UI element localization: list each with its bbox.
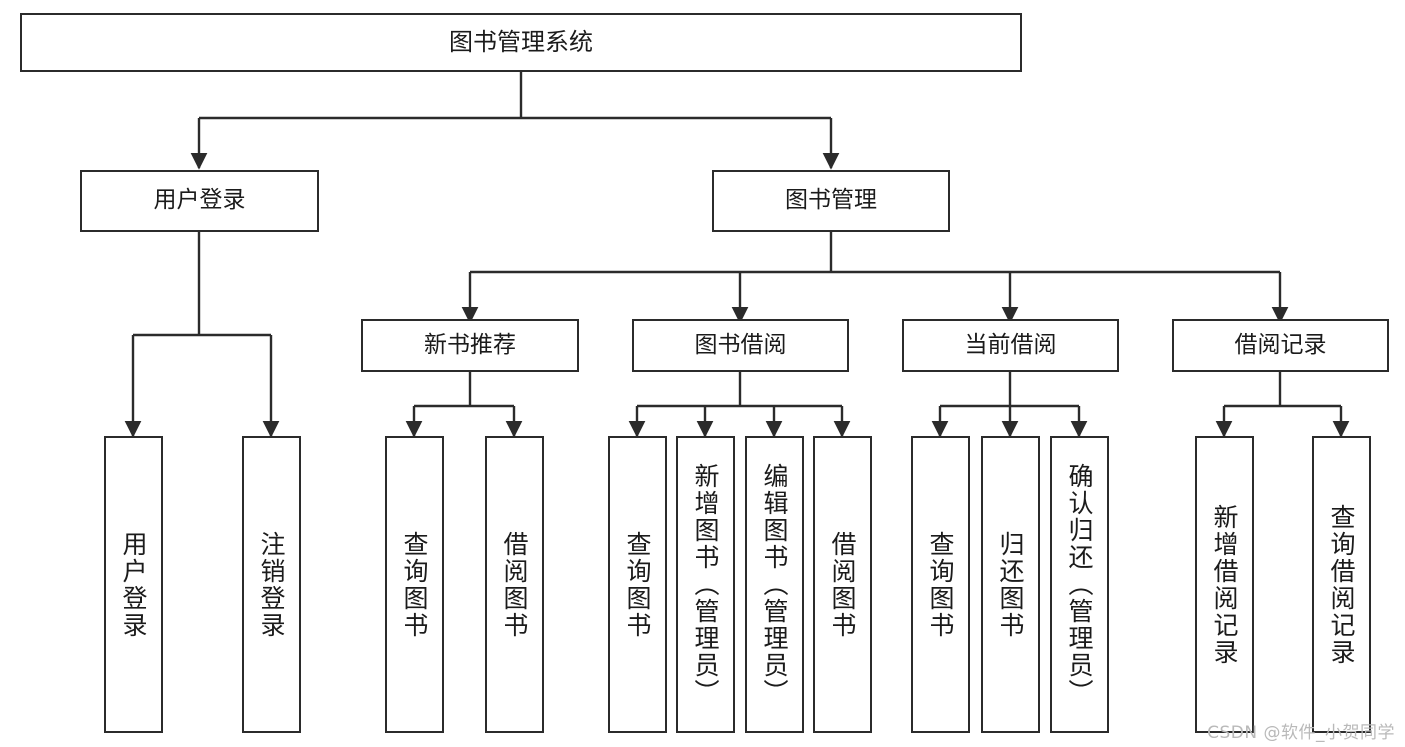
leaf-current-confirm-return-admin[interactable]: 确认归还（管理员） — [1050, 436, 1109, 733]
leaf-borrow-query-book[interactable]: 查询图书 — [608, 436, 667, 733]
leaf-current-query-book[interactable]: 查询图书 — [911, 436, 970, 733]
node-label: 借阅记录 — [1234, 331, 1327, 358]
node-book-borrowing[interactable]: 图书借阅 — [632, 319, 849, 372]
node-label: 用户登录 — [153, 187, 246, 214]
leaf-record-query-borrow-record[interactable]: 查询借阅记录 — [1312, 436, 1371, 733]
leaf-borrow-borrow-book[interactable]: 借阅图书 — [813, 436, 872, 733]
leaf-recommend-borrow-book[interactable]: 借阅图书 — [485, 436, 544, 733]
node-label: 新书推荐 — [424, 331, 516, 358]
node-label: 新增图书（管理员） — [691, 463, 720, 706]
node-label: 查询图书 — [623, 530, 652, 639]
node-label: 图书管理系统 — [449, 28, 593, 57]
leaf-borrow-edit-book-admin[interactable]: 编辑图书（管理员） — [745, 436, 804, 733]
leaf-borrow-add-book-admin[interactable]: 新增图书（管理员） — [676, 436, 735, 733]
node-new-book-recommendation[interactable]: 新书推荐 — [361, 319, 579, 372]
node-label: 查询借阅记录 — [1327, 503, 1356, 666]
node-label: 借阅图书 — [828, 530, 857, 639]
node-label: 新增借阅记录 — [1210, 503, 1239, 666]
node-label: 查询图书 — [926, 530, 955, 639]
node-book-management[interactable]: 图书管理 — [712, 170, 950, 232]
node-label: 当前借阅 — [964, 331, 1057, 358]
node-label: 用户登录 — [119, 530, 148, 639]
node-current-borrowing[interactable]: 当前借阅 — [902, 319, 1119, 372]
node-user-login[interactable]: 用户登录 — [80, 170, 319, 232]
node-root-book-management-system[interactable]: 图书管理系统 — [20, 13, 1022, 72]
node-label: 借阅图书 — [500, 530, 529, 639]
node-label: 确认归还（管理员） — [1065, 463, 1094, 706]
leaf-current-return-book[interactable]: 归还图书 — [981, 436, 1040, 733]
leaf-user-login-signin[interactable]: 用户登录 — [104, 436, 163, 733]
node-label: 图书管理 — [785, 187, 877, 214]
csdn-watermark: CSDN @软件_小贺同学 — [1207, 723, 1395, 743]
node-label: 归还图书 — [996, 530, 1025, 639]
leaf-recommend-query-book[interactable]: 查询图书 — [385, 436, 444, 733]
node-borrowing-records[interactable]: 借阅记录 — [1172, 319, 1389, 372]
node-label: 图书借阅 — [694, 331, 787, 358]
leaf-user-login-signout[interactable]: 注销登录 — [242, 436, 301, 733]
node-label: 编辑图书（管理员） — [760, 463, 789, 706]
leaf-record-add-borrow-record[interactable]: 新增借阅记录 — [1195, 436, 1254, 733]
node-label: 注销登录 — [257, 530, 286, 639]
node-label: 查询图书 — [400, 530, 429, 639]
